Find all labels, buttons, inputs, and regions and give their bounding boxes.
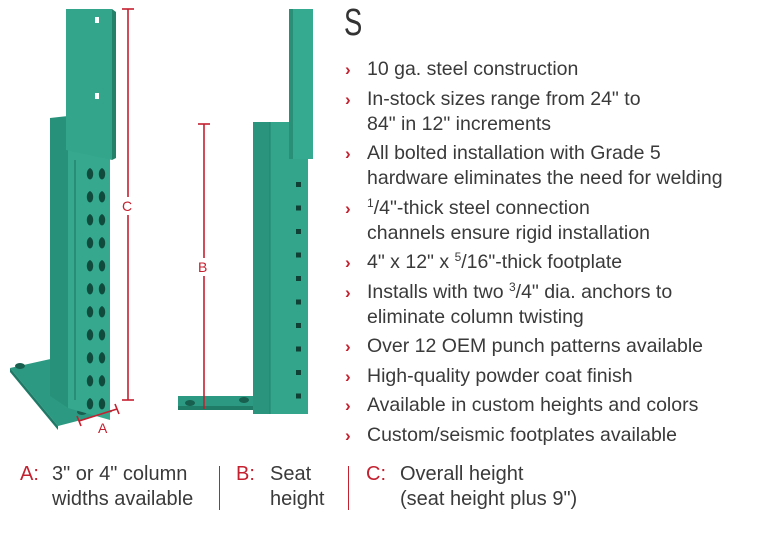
side-profile-view: B	[178, 9, 313, 414]
teardrop-hole	[86, 306, 94, 318]
teardrop-hole	[98, 214, 106, 226]
slot-hole	[296, 205, 301, 211]
teardrop-hole	[98, 329, 106, 341]
feature-item: › All bolted installation with Grade 5 har…	[344, 141, 774, 191]
slot-hole	[296, 229, 301, 234]
dimension-a-label: A	[98, 420, 108, 436]
teardrop-hole	[86, 168, 94, 180]
teardrop-hole	[98, 237, 106, 249]
teardrop-hole	[98, 191, 106, 203]
teardrop-hole	[86, 398, 94, 410]
feature-text-line: eliminate column twisting	[367, 305, 584, 328]
teardrop-hole	[86, 191, 94, 203]
teardrop-hole	[86, 214, 94, 226]
chevron-right-icon: ›	[345, 366, 351, 386]
dimension-b-label: B	[198, 259, 207, 275]
footplate-edge	[10, 368, 58, 430]
chevron-right-icon: ›	[345, 253, 351, 272]
chevron-right-icon: ›	[345, 396, 351, 415]
slot-hole	[296, 299, 301, 305]
dimension-legend: A: 3" or 4" column widths available B: S…	[0, 462, 776, 522]
legend-key: A:	[20, 463, 39, 485]
slot-hole	[296, 346, 301, 352]
feature-text-line: All bolted installation with Grade 5	[367, 142, 661, 164]
chevron-right-icon: ›	[345, 282, 351, 302]
chevron-right-icon: ›	[345, 89, 351, 109]
legend-divider	[219, 466, 220, 510]
feature-text-line: 4" x 12" x 5/16"-thick footplate	[367, 250, 623, 273]
legend-text-line: Seat	[270, 463, 312, 485]
teardrop-hole	[98, 306, 106, 318]
teardrop-hole	[86, 352, 94, 364]
anchor-hole	[185, 400, 195, 406]
slot-hole	[296, 323, 301, 328]
slot-hole	[296, 182, 301, 187]
legend-text-line: height	[270, 488, 325, 510]
teardrop-hole	[98, 352, 106, 364]
chevron-right-icon: ›	[345, 198, 351, 218]
anchor-hole	[15, 363, 25, 369]
teardrop-hole	[86, 329, 94, 341]
page-heading: S	[344, 2, 363, 44]
feature-text-line: Installs with two 3/4" dia. anchors to	[367, 279, 673, 303]
teardrop-hole	[86, 237, 94, 249]
legend-key: B:	[236, 463, 255, 485]
feature-text-line: channels ensure rigid installation	[367, 221, 650, 244]
upright-insert	[66, 9, 112, 160]
feature-text-line: Available in custom heights and colors	[367, 394, 699, 416]
slot-hole	[296, 370, 301, 375]
teardrop-hole	[86, 283, 94, 295]
feature-item: › Over 12 OEM punch patterns available	[344, 334, 774, 359]
feature-text-line: 1/4"-thick steel connection	[367, 195, 590, 219]
chevron-right-icon: ›	[345, 60, 351, 79]
legend-key: C:	[366, 463, 386, 485]
feature-text-line: hardware eliminates the need for welding	[367, 167, 723, 189]
feature-item: › Custom/seismic footplates available	[344, 423, 774, 448]
slot-hole	[296, 276, 301, 281]
slot-hole	[296, 393, 301, 399]
slot-hole	[296, 252, 301, 258]
feature-list: › 10 ga. steel construction › In-stock size…	[344, 57, 774, 452]
insert-hole	[95, 17, 99, 23]
feature-text-line: 10 ga. steel construction	[367, 58, 579, 80]
feature-text-line: In-stock sizes range from 24" to	[367, 87, 641, 110]
legend-divider	[348, 466, 349, 510]
teardrop-hole	[86, 375, 94, 387]
feature-item: › 4" x 12" x 5/16"-thick footplate	[344, 250, 774, 275]
insert-hole	[95, 93, 99, 99]
chevron-right-icon: ›	[345, 337, 351, 356]
punch-pattern	[86, 168, 106, 410]
feature-item: › High-quality powder coat finish	[344, 364, 774, 389]
teardrop-hole	[98, 375, 106, 387]
feature-text-line: 84" in 12" increments	[367, 112, 552, 135]
teardrop-hole	[98, 398, 106, 410]
chevron-right-icon: ›	[345, 144, 351, 163]
feature-item: › 10 ga. steel construction	[344, 57, 774, 82]
feature-text-line: Custom/seismic footplates available	[367, 423, 677, 446]
legend-text-line: (seat height plus 9")	[400, 488, 578, 510]
dimension-c-label: C	[122, 198, 132, 214]
legend-text-line: Overall height	[400, 463, 524, 485]
teardrop-hole	[98, 283, 106, 295]
legend-text-line: 3" or 4" column	[52, 463, 188, 485]
feature-item: › Available in custom heights and colors	[344, 393, 774, 418]
legend-text-line: widths available	[52, 488, 194, 510]
teardrop-hole	[98, 260, 106, 272]
feature-text-line: Over 12 OEM punch patterns available	[367, 335, 704, 357]
teardrop-hole	[86, 260, 94, 272]
product-illustration: C A B	[10, 8, 313, 436]
anchor-hole	[239, 397, 249, 403]
chevron-right-icon: ›	[345, 425, 351, 445]
assembled-column-view: C A	[10, 8, 137, 436]
slot-pattern	[296, 182, 301, 399]
feature-text-line: High-quality powder coat finish	[367, 364, 633, 387]
repair-channel	[50, 116, 68, 408]
dimension-a-line	[78, 408, 118, 422]
teardrop-hole	[98, 168, 106, 180]
